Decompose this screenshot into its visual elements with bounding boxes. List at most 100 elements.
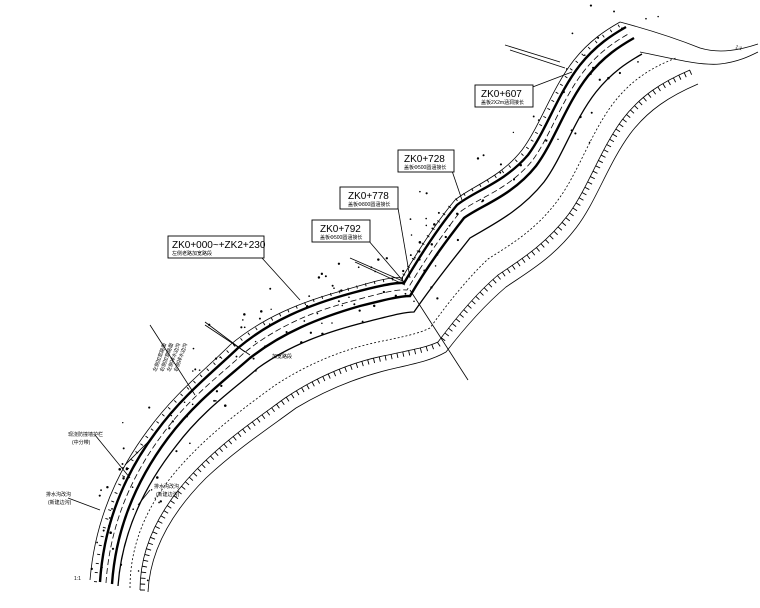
survey-dot xyxy=(254,340,257,343)
survey-dot xyxy=(220,384,223,388)
slope-tick xyxy=(181,485,186,490)
slope-tick xyxy=(142,565,148,568)
survey-dot xyxy=(404,292,407,295)
left-note-3-line2: (新建边沟) xyxy=(156,491,180,498)
survey-dot xyxy=(645,17,647,20)
left-note-1-line1: 现浇防撞墙护栏 xyxy=(68,431,103,438)
slope-tick xyxy=(479,291,484,296)
survey-dot xyxy=(108,517,111,519)
slope-tick xyxy=(197,468,202,473)
survey-dot xyxy=(545,139,548,142)
slope-tick xyxy=(511,265,516,270)
slope-tick xyxy=(543,116,547,119)
slope-tick xyxy=(146,548,152,551)
slope-tick xyxy=(501,271,506,277)
slope-tick xyxy=(448,205,452,209)
survey-dot xyxy=(111,507,113,510)
survey-dot xyxy=(413,256,416,259)
slope-tick xyxy=(459,313,464,318)
slope-tick xyxy=(612,133,618,138)
survey-dot xyxy=(588,141,591,144)
survey-dot xyxy=(132,508,135,511)
slope-tick xyxy=(333,371,337,377)
slope-tick xyxy=(455,198,458,202)
slope-tick xyxy=(630,109,635,114)
survey-dot xyxy=(331,322,333,324)
survey-dot xyxy=(171,420,175,423)
survey-dot xyxy=(148,406,151,409)
survey-dot xyxy=(607,76,610,80)
survey-dot xyxy=(122,477,125,480)
survey-dot xyxy=(353,303,356,306)
callout-zk-range-station: ZK0+000~+ZK2+230 xyxy=(172,240,266,251)
slope-tick xyxy=(615,128,621,133)
survey-dot xyxy=(455,212,459,215)
survey-dot xyxy=(409,254,412,257)
survey-dot xyxy=(186,415,188,418)
slope-tick xyxy=(295,390,300,396)
slope-tick xyxy=(173,495,179,500)
slope-tick xyxy=(486,179,490,183)
survey-dot xyxy=(154,497,156,499)
callout-zk-range-box xyxy=(167,235,265,259)
slope-tick xyxy=(455,318,461,323)
slope-tick xyxy=(581,192,587,196)
slope-tick xyxy=(108,509,112,512)
slope-tick xyxy=(561,222,567,226)
slope-tick xyxy=(214,451,219,456)
survey-dot xyxy=(121,463,124,465)
slope-tick xyxy=(525,146,529,150)
slope-tick xyxy=(425,346,428,352)
survey-dot xyxy=(337,262,341,265)
slope-tick xyxy=(569,68,573,71)
survey-dot xyxy=(111,547,115,550)
slope-hatching xyxy=(93,24,693,591)
slope-tick xyxy=(193,472,198,477)
slope-tick xyxy=(173,400,177,403)
survey-dot xyxy=(413,300,415,303)
slope-tick xyxy=(652,89,657,95)
slope-tick xyxy=(494,175,497,179)
slope-tick xyxy=(355,362,359,369)
slope-tick xyxy=(545,239,550,244)
callout-zk0-607-leader xyxy=(529,71,573,89)
slope-tick xyxy=(242,428,247,434)
slope-tick xyxy=(256,418,261,423)
slope-tick xyxy=(161,413,165,417)
slope-tick xyxy=(626,114,631,118)
survey-dot xyxy=(358,309,361,312)
junction-lines xyxy=(124,44,566,466)
slope-tick xyxy=(247,425,251,430)
survey-dot xyxy=(192,347,195,350)
survey-dot xyxy=(657,15,659,18)
survey-dot xyxy=(317,276,321,279)
slope-tick xyxy=(581,53,585,57)
slope-tick xyxy=(534,131,539,135)
slope-tick xyxy=(426,235,430,238)
slope-tick xyxy=(451,323,457,327)
slope-tick xyxy=(539,123,543,127)
slope-tick xyxy=(526,254,531,260)
survey-dot xyxy=(320,272,324,275)
survey-dot xyxy=(430,243,434,246)
ditch-band xyxy=(129,57,677,589)
survey-dot xyxy=(337,300,340,303)
slope-tick xyxy=(201,463,206,469)
survey-dot xyxy=(537,119,540,121)
survey-dot xyxy=(574,132,577,135)
survey-dot xyxy=(285,331,288,334)
survey-dot xyxy=(122,467,124,469)
road-center-label: 加宽路段 xyxy=(272,353,292,360)
slope-tick xyxy=(251,421,256,427)
callout-zk0-792-station: ZK0+792 xyxy=(320,224,361,235)
slope-tick xyxy=(311,381,315,387)
survey-dot xyxy=(100,489,102,492)
survey-dot xyxy=(122,447,125,450)
slope-tick xyxy=(206,368,210,372)
left-note-1: 现浇防撞墙护栏 (中分带) xyxy=(68,431,131,479)
slope-tick xyxy=(506,268,511,274)
slope-tick xyxy=(492,279,497,284)
callout-zk0-778: ZK0+778 盖板Φ800圆涵接长 xyxy=(339,186,411,279)
survey-dot xyxy=(394,294,397,297)
slope-tick xyxy=(237,432,242,437)
